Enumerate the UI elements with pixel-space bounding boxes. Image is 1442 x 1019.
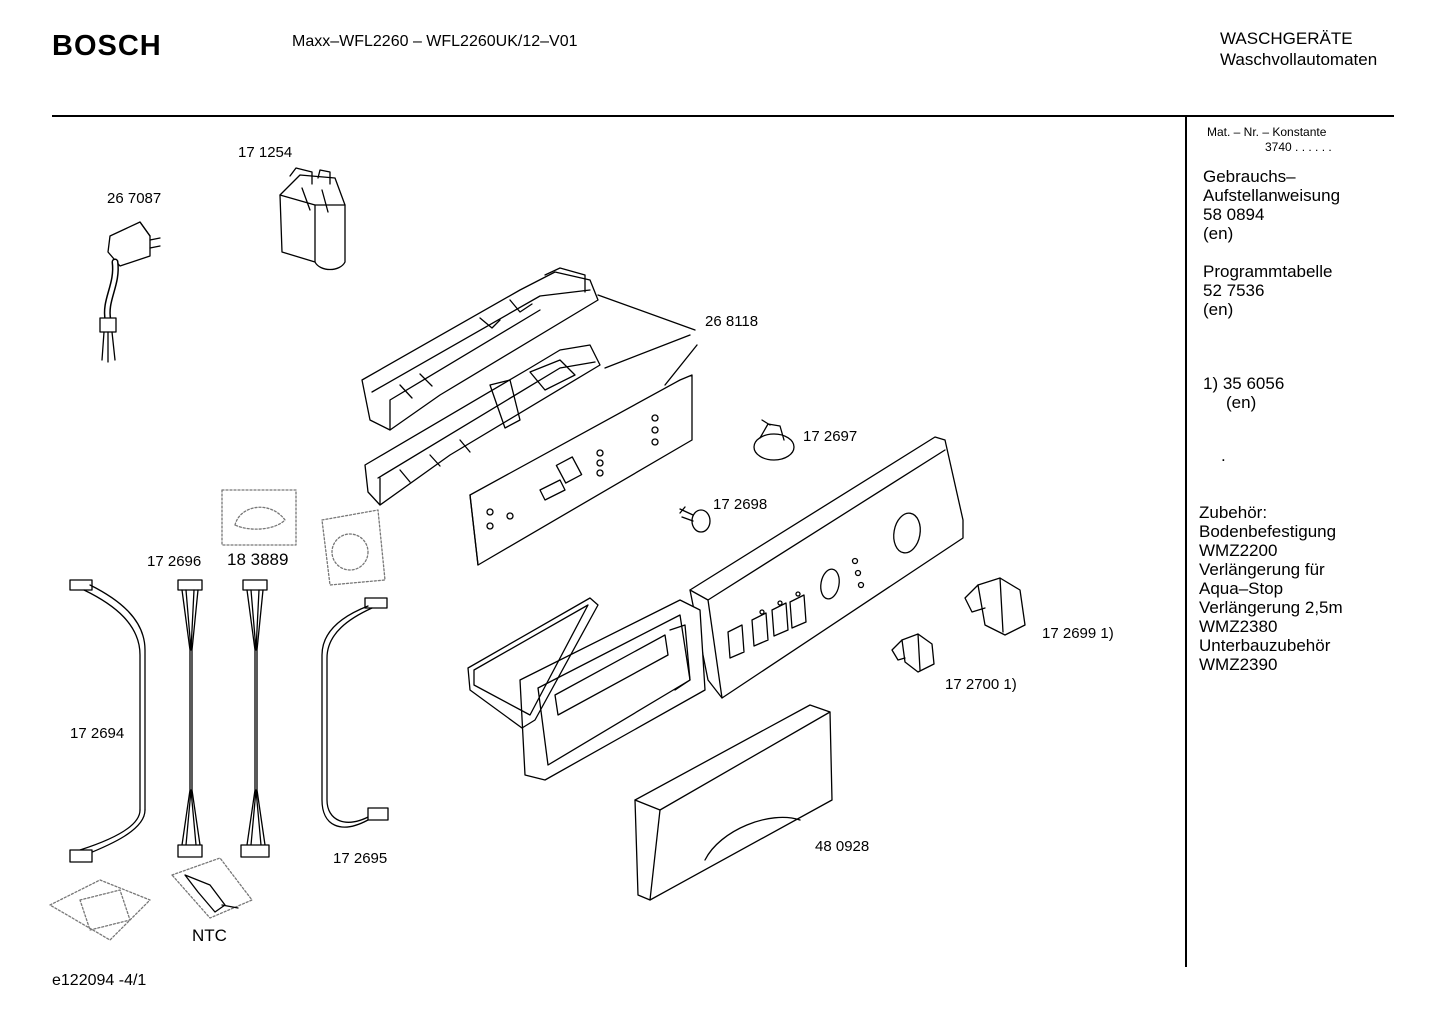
part-label-172694: 17 2694 bbox=[70, 725, 125, 742]
part-label-172695: 17 2695 bbox=[333, 850, 388, 867]
manual-lang: (en) bbox=[1203, 224, 1234, 243]
part-label-171254: 17 1254 bbox=[238, 144, 293, 161]
accessory-item: Unterbauzubehör bbox=[1199, 636, 1331, 655]
accessories-block: Zubehör: Bodenbefestigung WMZ2200 Verlän… bbox=[1199, 503, 1343, 674]
accessory-item: WMZ2380 bbox=[1199, 617, 1278, 636]
part-label-172699: 17 2699 1) bbox=[1042, 625, 1114, 642]
wire-harness-172695-drawing bbox=[321, 597, 389, 828]
mat-number-block: Mat. – Nr. – Konstante 3740 . . . . . . bbox=[1207, 125, 1332, 155]
drawer-gasket-drawing bbox=[467, 597, 599, 729]
power-cord-drawing bbox=[99, 221, 161, 363]
program-number: 52 7536 bbox=[1203, 281, 1265, 300]
suppressor-drawing bbox=[279, 167, 346, 271]
leader-lines-268118 bbox=[597, 294, 698, 386]
control-module-upper-drawing bbox=[361, 267, 599, 431]
note-number: 1) 35 6056 bbox=[1203, 374, 1285, 393]
accessory-item: Aqua–Stop bbox=[1199, 579, 1284, 598]
mat-value: 3740 . . . . . . bbox=[1265, 140, 1332, 154]
knob-hub-drawing bbox=[753, 419, 795, 461]
optional-parts-drawing bbox=[49, 489, 386, 941]
ntc-sensor-drawing bbox=[184, 874, 239, 913]
drawing-code: e122094 -4/1 bbox=[52, 972, 147, 989]
drawer-frame-drawing bbox=[519, 599, 706, 781]
wire-harness-183889-drawing bbox=[240, 579, 270, 858]
accessory-item: WMZ2200 bbox=[1199, 541, 1278, 560]
mat-label: Mat. – Nr. – Konstante bbox=[1207, 125, 1327, 139]
manual-line-2: Aufstellanweisung bbox=[1203, 186, 1341, 205]
part-label-480928: 48 0928 bbox=[815, 838, 870, 855]
electronic-pcb-drawing bbox=[469, 374, 693, 566]
sidebar-dot: . bbox=[1221, 446, 1226, 465]
manual-block: Gebrauchs– Aufstellanweisung 58 0894 (en… bbox=[1203, 167, 1340, 243]
category-line-1: WASCHGERÄTE bbox=[1220, 29, 1353, 48]
category-heading: WASCHGERÄTE Waschvollautomaten bbox=[1220, 28, 1377, 70]
manual-number: 58 0894 bbox=[1203, 205, 1265, 224]
screw-drawing bbox=[679, 506, 711, 533]
program-lang: (en) bbox=[1203, 300, 1234, 319]
part-label-172697: 17 2697 bbox=[803, 428, 858, 445]
control-panel-fascia-drawing bbox=[689, 436, 964, 699]
program-knob-drawing bbox=[964, 577, 1026, 636]
part-label-172700: 17 2700 1) bbox=[945, 676, 1017, 693]
accessory-item: Verlängerung für bbox=[1199, 560, 1325, 579]
brand-logo: BOSCH bbox=[52, 30, 162, 62]
program-label: Programmtabelle bbox=[1203, 262, 1333, 281]
accessories-title: Zubehör: bbox=[1199, 503, 1268, 522]
part-label-183889: 18 3889 bbox=[227, 550, 289, 569]
accessory-item: Bodenbefestigung bbox=[1199, 522, 1337, 541]
note-block: 1) 35 6056 (en) bbox=[1203, 374, 1284, 412]
control-module-lower-drawing bbox=[364, 344, 601, 506]
part-label-172698: 17 2698 bbox=[713, 496, 768, 513]
exploded-parts-drawing bbox=[49, 167, 1026, 941]
small-knob-drawing bbox=[891, 633, 935, 673]
sidebar-divider bbox=[1185, 117, 1187, 967]
model-title: Maxx–WFL2260 – WFL2260UK/12–V01 bbox=[292, 33, 578, 50]
header-divider bbox=[52, 115, 1394, 117]
program-table-block: Programmtabelle 52 7536 (en) bbox=[1203, 262, 1332, 319]
part-label-172696: 17 2696 bbox=[147, 553, 202, 570]
accessory-item: Verlängerung 2,5m bbox=[1199, 598, 1343, 617]
manual-line-1: Gebrauchs– bbox=[1203, 167, 1296, 186]
part-label-267087: 26 7087 bbox=[107, 190, 162, 207]
part-label-268118: 26 8118 bbox=[705, 313, 759, 330]
wire-harness-172696-drawing bbox=[177, 579, 203, 858]
note-lang: (en) bbox=[1226, 393, 1257, 412]
drawer-handle-drawing bbox=[634, 704, 833, 901]
wire-harness-172694-drawing bbox=[69, 579, 146, 863]
accessory-item: WMZ2390 bbox=[1199, 655, 1278, 674]
category-line-2: Waschvollautomaten bbox=[1220, 50, 1378, 69]
part-label-ntc: NTC bbox=[192, 926, 227, 945]
